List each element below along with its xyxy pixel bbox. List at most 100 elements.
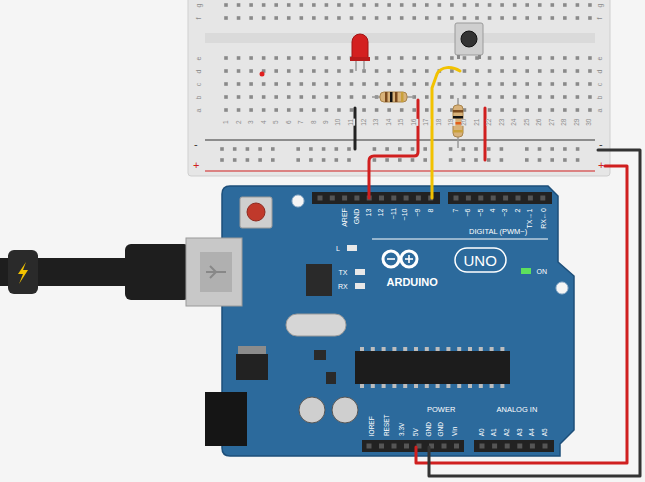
- breadboard-hole: [237, 56, 241, 60]
- led-label: ON: [537, 268, 548, 275]
- row-letter: g: [195, 3, 202, 7]
- breadboard-hole: [525, 69, 529, 73]
- breadboard-hole: [362, 3, 366, 7]
- breadboard-hole: [322, 147, 326, 151]
- breadboard-hole: [500, 147, 504, 151]
- pushbutton-symbol: [455, 23, 483, 59]
- breadboard-hole: [375, 82, 379, 86]
- breadboard: [188, 0, 610, 176]
- breadboard-hole: [576, 158, 580, 162]
- breadboard-hole: [538, 147, 542, 151]
- breadboard-hole: [400, 108, 404, 112]
- pin-label: ~5: [477, 208, 484, 216]
- chip-pin: [468, 347, 472, 351]
- breadboard-hole: [362, 16, 366, 20]
- breadboard-hole: [513, 16, 517, 20]
- breadboard-hole: [337, 82, 341, 86]
- column-number: 28: [562, 118, 569, 125]
- breadboard-hole: [237, 3, 241, 7]
- chip-pin: [425, 384, 429, 388]
- breadboard-hole: [425, 82, 429, 86]
- breadboard-hole: [287, 95, 291, 99]
- breadboard-hole: [347, 147, 351, 151]
- breadboard-hole: [249, 82, 253, 86]
- breadboard-hole: [274, 82, 278, 86]
- header-pin: [391, 196, 396, 201]
- header-pin: [478, 196, 483, 201]
- breadboard-hole: [312, 108, 316, 112]
- breadboard-hole: [538, 69, 542, 73]
- breadboard-hole: [400, 82, 404, 86]
- pin-label: RESET: [384, 414, 391, 436]
- status-led: [521, 268, 531, 274]
- breadboard-hole: [237, 108, 241, 112]
- column-number: 14: [386, 118, 393, 125]
- breadboard-hole: [350, 16, 354, 20]
- breadboard-hole: [375, 69, 379, 73]
- breadboard-hole: [246, 147, 250, 151]
- header-pin: [528, 196, 533, 201]
- breadboard-hole: [576, 16, 580, 20]
- breadboard-hole: [233, 147, 237, 151]
- breadboard-hole: [463, 3, 467, 7]
- breadboard-hole: [224, 82, 228, 86]
- pin-label: TX→1: [526, 208, 533, 228]
- pin-label: ~6: [464, 208, 471, 216]
- breadboard-hole: [300, 56, 304, 60]
- breadboard-hole: [425, 3, 429, 7]
- breadboard-hole: [300, 95, 304, 99]
- breadboard-hole: [335, 158, 339, 162]
- breadboard-hole: [576, 56, 580, 60]
- breadboard-hole: [387, 69, 391, 73]
- breadboard-hole: [551, 108, 555, 112]
- pin-label: 2: [514, 208, 521, 212]
- breadboard-hole: [400, 69, 404, 73]
- breadboard-hole: [487, 147, 491, 151]
- breadboard-hole: [400, 3, 404, 7]
- breadboard-hole: [475, 69, 479, 73]
- breadboard-hole: [398, 158, 402, 162]
- chip: [314, 350, 326, 360]
- breadboard-hole: [362, 82, 366, 86]
- pin-label: 8: [427, 208, 434, 212]
- column-number: 9: [323, 120, 330, 124]
- breadboard-hole: [538, 16, 542, 20]
- breadboard-hole: [220, 147, 224, 151]
- model-name: UNO: [464, 253, 497, 268]
- breadboard-hole: [287, 3, 291, 7]
- breadboard-hole: [412, 3, 416, 7]
- column-number: 3: [248, 120, 255, 124]
- breadboard-hole: [450, 82, 454, 86]
- breadboard-hole: [300, 69, 304, 73]
- header-pin: [492, 444, 497, 449]
- breadboard-hole: [271, 158, 275, 162]
- breadboard-hole: [500, 69, 504, 73]
- breadboard-hole: [287, 108, 291, 112]
- breadboard-hole: [412, 82, 416, 86]
- breadboard-hole: [375, 108, 379, 112]
- breadboard-hole: [387, 56, 391, 60]
- breadboard-hole: [375, 56, 379, 60]
- breadboard-hole: [237, 69, 241, 73]
- led-label: RX: [338, 283, 348, 290]
- header-pin: [454, 444, 459, 449]
- breadboard-hole: [525, 3, 529, 7]
- column-number: 29: [574, 118, 581, 125]
- pin-label: 13: [365, 208, 372, 216]
- jumper-wire: [354, 108, 357, 149]
- pin-label: GND: [353, 208, 360, 224]
- breadboard-hole: [425, 16, 429, 20]
- row-letter: f: [195, 17, 202, 19]
- breadboard-hole: [325, 82, 329, 86]
- header-pin: [466, 196, 471, 201]
- reset-button: [240, 197, 272, 228]
- breadboard-hole: [411, 158, 415, 162]
- resistor-symbol: [372, 92, 414, 102]
- breadboard-hole: [588, 56, 592, 60]
- pin-label: GND: [438, 422, 445, 436]
- status-led: [355, 269, 365, 275]
- header-pin: [354, 196, 359, 201]
- header-pin: [454, 196, 459, 201]
- breadboard-hole: [588, 82, 592, 86]
- breadboard-hole: [450, 16, 454, 20]
